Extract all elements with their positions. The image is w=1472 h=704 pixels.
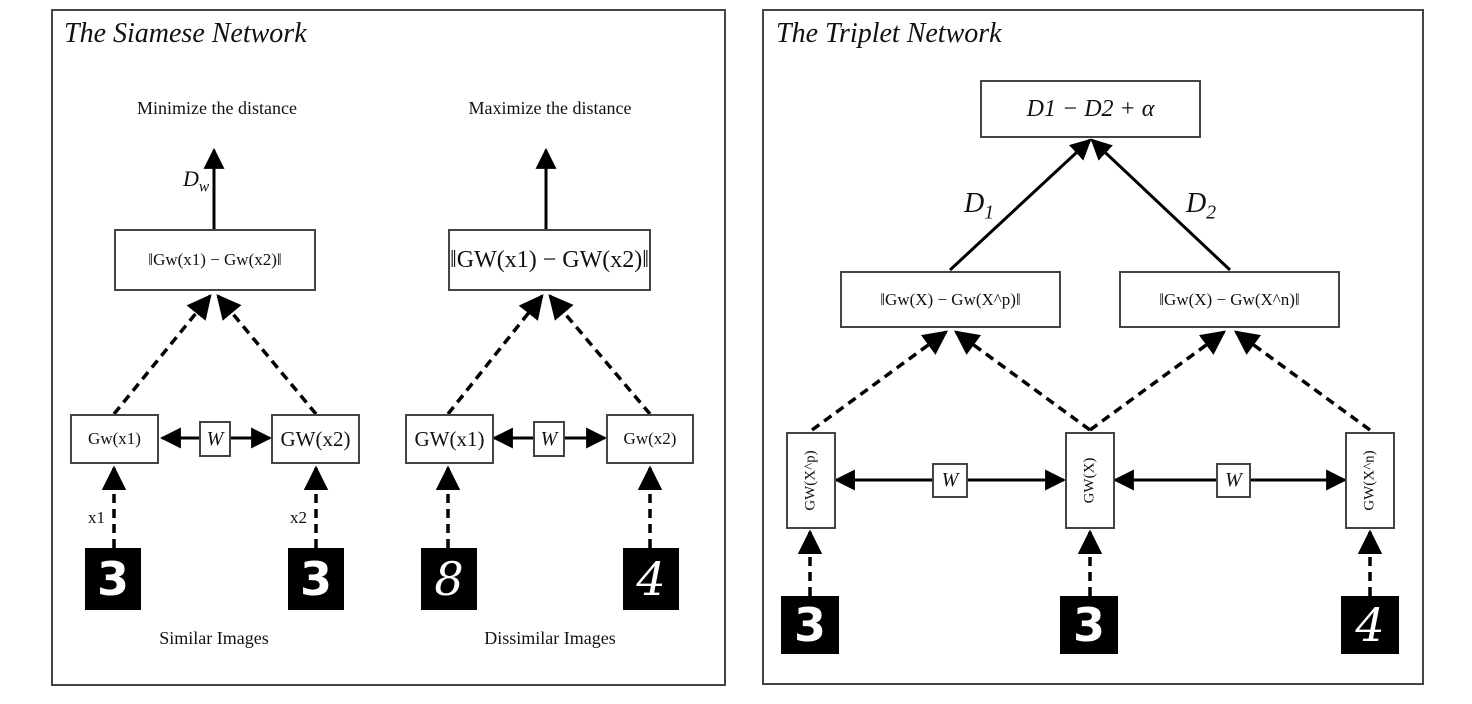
siamese-digit-image-4: 4: [623, 548, 679, 610]
triplet-encoder-negative: GW(X^n): [1345, 432, 1395, 529]
dw-label: Dw: [183, 166, 210, 196]
triplet-loss-box: D1 − D2 + α: [980, 80, 1201, 138]
triplet-encoder-anchor: GW(X): [1065, 432, 1115, 529]
triplet-left-distance-box: ‖Gw(X) − Gw(X^p)‖: [840, 271, 1061, 328]
triplet-digit-negative: 4: [1341, 596, 1399, 654]
siamese-right-encoder-1: GW(x1): [405, 414, 494, 464]
triplet-left-distance-text: ‖Gw(X) − Gw(X^p)‖: [880, 289, 1021, 309]
similar-images-caption: Similar Images: [159, 628, 269, 648]
dissimilar-images-caption: Dissimilar Images: [484, 628, 616, 648]
maximize-distance-label: Maximize the distance: [468, 98, 632, 118]
triplet-left-weight-box: W: [932, 463, 968, 498]
triplet-title: The Triplet Network: [776, 18, 1002, 49]
siamese-right-encoder-2: Gw(x2): [606, 414, 694, 464]
d2-label: D2: [1186, 188, 1217, 224]
siamese-right-distance-box: ‖GW(x1) − GW(x2)‖: [448, 229, 651, 291]
triplet-digit-positive: 3: [781, 596, 839, 654]
siamese-digit-image-2: 3: [288, 548, 344, 610]
triplet-right-distance-box: ‖Gw(X) − Gw(X^n)‖: [1119, 271, 1340, 328]
minimize-distance-label: Minimize the distance: [137, 98, 297, 118]
siamese-right-weight-box: W: [533, 421, 565, 457]
d1-label: D1: [964, 188, 995, 224]
siamese-title: The Siamese Network: [64, 18, 307, 49]
triplet-loss-text: D1 − D2 + α: [1026, 95, 1155, 122]
input-x1-label: x1: [88, 508, 105, 527]
siamese-right-distance-text: ‖GW(x1) − GW(x2)‖: [450, 246, 649, 273]
triplet-right-weight-box: W: [1216, 463, 1251, 498]
siamese-left-distance-text: ‖Gw(x1) − Gw(x2)‖: [148, 250, 282, 269]
input-x2-label: x2: [290, 508, 307, 527]
siamese-left-weight-box: W: [199, 421, 231, 457]
siamese-left-distance-box: ‖Gw(x1) − Gw(x2)‖: [114, 229, 316, 291]
triplet-encoder-positive: GW(X^p): [786, 432, 836, 529]
siamese-left-encoder-1: Gw(x1): [70, 414, 159, 464]
siamese-digit-image-3: 8: [421, 548, 477, 610]
triplet-right-distance-text: ‖Gw(X) − Gw(X^n)‖: [1159, 289, 1300, 309]
siamese-digit-image-1: 3: [85, 548, 141, 610]
triplet-digit-anchor: 3: [1060, 596, 1118, 654]
siamese-panel: [51, 9, 726, 686]
siamese-left-encoder-2: GW(x2): [271, 414, 360, 464]
